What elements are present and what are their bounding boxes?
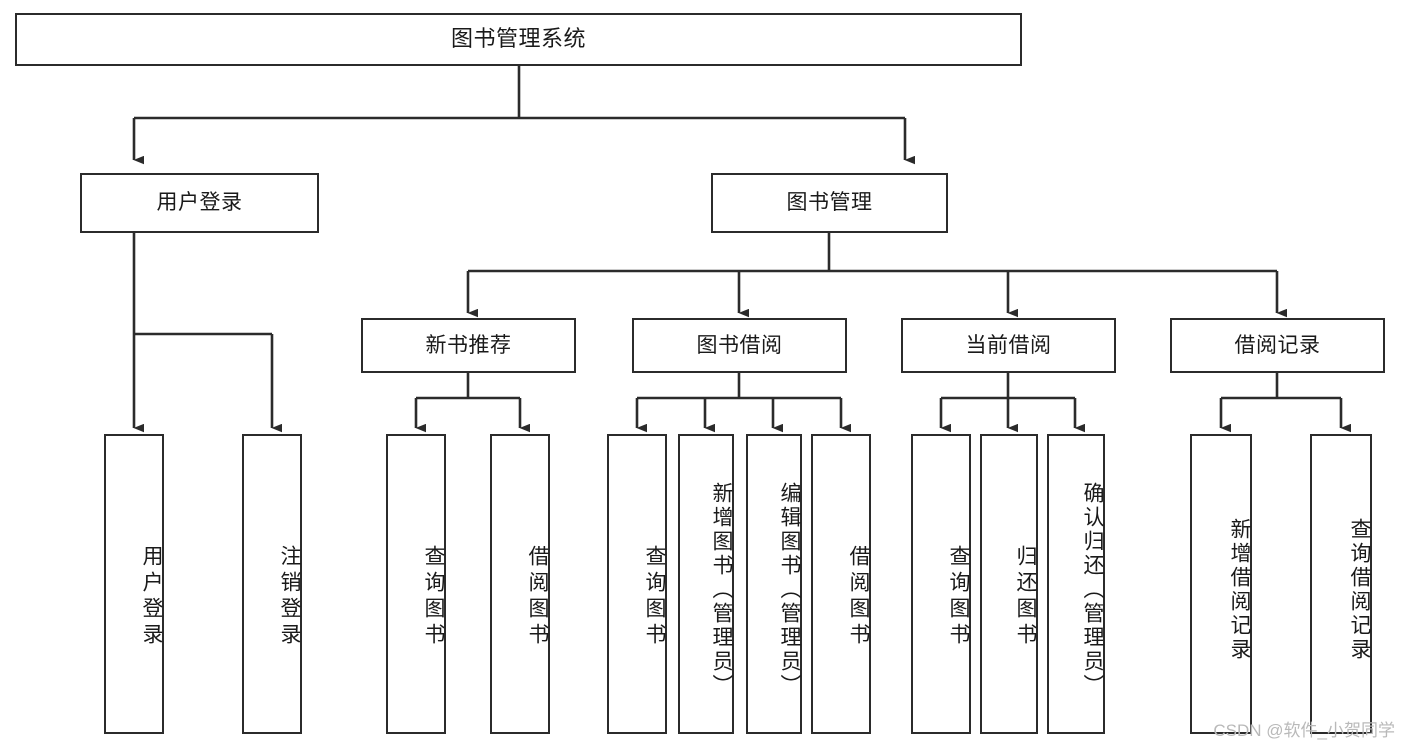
leaf-book-borrow-edit-book-admin[interactable]: 编辑图书（管理员）: [746, 434, 802, 734]
leaf-current-borrow-query-book[interactable]: 查询图书: [911, 434, 971, 734]
leaf-user-login-logout[interactable]: 注销登录: [242, 434, 302, 734]
leaf-book-borrow-add-book-admin[interactable]: 新增图书（管理员）: [678, 434, 734, 734]
node-new-book-recommend[interactable]: 新书推荐: [361, 318, 576, 373]
leaf-borrow-record-query-record[interactable]: 查询借阅记录: [1310, 434, 1372, 734]
leaf-book-borrow-query-book[interactable]: 查询图书: [607, 434, 667, 734]
node-book-borrow[interactable]: 图书借阅: [632, 318, 847, 373]
leaf-current-borrow-confirm-return-admin[interactable]: 确认归还（管理员）: [1047, 434, 1105, 734]
leaf-user-login-login[interactable]: 用户登录: [104, 434, 164, 734]
node-user-login[interactable]: 用户登录: [80, 173, 319, 233]
leaf-current-borrow-return-book[interactable]: 归还图书: [980, 434, 1038, 734]
node-root-book-management-system[interactable]: 图书管理系统: [15, 13, 1022, 66]
node-book-management[interactable]: 图书管理: [711, 173, 948, 233]
leaf-book-borrow-borrow-book[interactable]: 借阅图书: [811, 434, 871, 734]
leaf-new-book-borrow-book[interactable]: 借阅图书: [490, 434, 550, 734]
node-borrow-record[interactable]: 借阅记录: [1170, 318, 1385, 373]
node-current-borrow[interactable]: 当前借阅: [901, 318, 1116, 373]
leaf-borrow-record-add-record[interactable]: 新增借阅记录: [1190, 434, 1252, 734]
leaf-new-book-query-book[interactable]: 查询图书: [386, 434, 446, 734]
csdn-watermark: CSDN @软件_小贺同学: [1213, 721, 1395, 740]
